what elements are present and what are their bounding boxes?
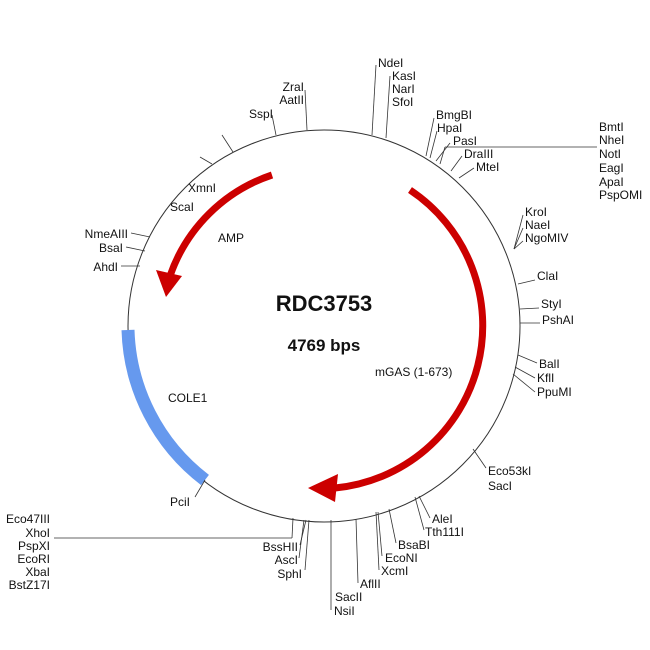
enzyme-site-label: PpuMI [537, 385, 572, 399]
amp-arrowhead [156, 270, 182, 297]
enzyme-site-label: PciI [170, 495, 190, 509]
enzyme-site-label: NgoMIV [525, 231, 568, 245]
enzyme-site-label: EcoRI [17, 552, 50, 566]
enzyme-site-label: XmnI [188, 181, 216, 195]
enzyme-site-label: BsaBI [398, 538, 430, 552]
enzyme-site-label: XcmI [381, 564, 408, 578]
plasmid-size: 4769 bps [288, 336, 361, 355]
enzyme-site-label: PspXI [18, 539, 50, 553]
enzyme-site-label: KroI [525, 205, 547, 219]
enzyme-site-label: NdeI [378, 56, 403, 70]
enzyme-site-label: KflI [537, 371, 554, 385]
enzyme-site-label: SfoI [392, 95, 413, 109]
enzyme-site-label: NotI [599, 147, 621, 161]
enzyme-site-label: PspOMI [599, 188, 642, 202]
feature-label-cole1: COLE1 [168, 391, 208, 405]
enzyme-site-label: SphI [277, 567, 302, 581]
enzyme-site-label: Eco53kI [488, 464, 531, 478]
enzyme-site-label: PasI [453, 134, 477, 148]
enzyme-site-label: BmtI [599, 120, 624, 134]
enzyme-site-label: AhdI [93, 260, 118, 274]
enzyme-site-label: BsaI [99, 241, 123, 255]
enzyme-site-label: NheI [599, 133, 624, 147]
enzyme-site-label: AscI [275, 553, 298, 567]
enzyme-site-label: PshAI [542, 313, 574, 327]
enzyme-site-label: AflII [360, 577, 381, 591]
enzyme-site-label: DraIII [464, 147, 493, 161]
enzyme-site-label: NarI [392, 82, 415, 96]
enzyme-site-label: XbaI [25, 565, 50, 579]
enzyme-site-label: KasI [392, 69, 416, 83]
mgas-gene-arc [334, 187, 487, 492]
plasmid-name: RDC3753 [276, 291, 373, 316]
enzyme-site-label: MteI [476, 160, 499, 174]
enzyme-site-label: NmeAIII [85, 227, 128, 241]
enzyme-site-label: EcoNI [385, 551, 418, 565]
enzyme-site-label: NsiI [334, 604, 355, 618]
enzyme-site-label: AleI [432, 512, 453, 526]
enzyme-site-label: EagI [599, 161, 624, 175]
enzyme-site-label: NaeI [525, 218, 550, 232]
amp-gene-arc [166, 171, 274, 278]
enzyme-labels-right: KroI NaeI NgoMIV ClaI StyI PshAI BalI Kf… [488, 205, 574, 493]
mgas-arrowhead [308, 474, 338, 502]
enzyme-site-label: Tth111I [425, 525, 464, 539]
plasmid-backbone [127, 129, 521, 523]
enzyme-labels-bottom: AleI Tth111I BsaBI EcoNI XcmI AflII SacI… [170, 495, 464, 618]
enzyme-site-label: BalI [539, 357, 560, 371]
enzyme-site-label: ZraI [283, 80, 304, 94]
enzyme-site-label: ApaI [599, 175, 624, 189]
enzyme-site-label: Eco47III [6, 512, 50, 526]
enzyme-site-label: BssHII [263, 540, 298, 554]
enzyme-site-label: BmgBI [436, 108, 472, 122]
feature-label-mgas: mGAS (1-673) [375, 365, 452, 379]
enzyme-site-label: HpaI [437, 121, 462, 135]
site-ticks [54, 64, 597, 610]
feature-label-amp: AMP [218, 231, 244, 245]
enzyme-site-label: StyI [541, 297, 562, 311]
enzyme-labels-left-cluster: Eco47III XhoI PspXI EcoRI XbaI BstZ17I [6, 512, 50, 592]
enzyme-labels-right-cluster: BmtI NheI NotI EagI ApaI PspOMI [599, 120, 642, 202]
enzyme-labels-top: NdeI KasI NarI SfoI ZraI AatII SspI BmgB… [249, 56, 499, 174]
enzyme-site-label: AatII [279, 93, 304, 107]
enzyme-site-label: XhoI [25, 526, 50, 540]
cole1-origin-arc [121, 329, 209, 486]
enzyme-site-label: SacI [488, 479, 512, 493]
enzyme-site-label: SspI [249, 107, 273, 121]
enzyme-site-label: BstZ17I [9, 578, 50, 592]
enzyme-site-label: ScaI [170, 200, 194, 214]
enzyme-site-label: SacII [335, 590, 362, 604]
enzyme-site-label: ClaI [537, 269, 558, 283]
enzyme-labels-left: XmnI ScaI NmeAIII BsaI AhdI [85, 181, 216, 274]
